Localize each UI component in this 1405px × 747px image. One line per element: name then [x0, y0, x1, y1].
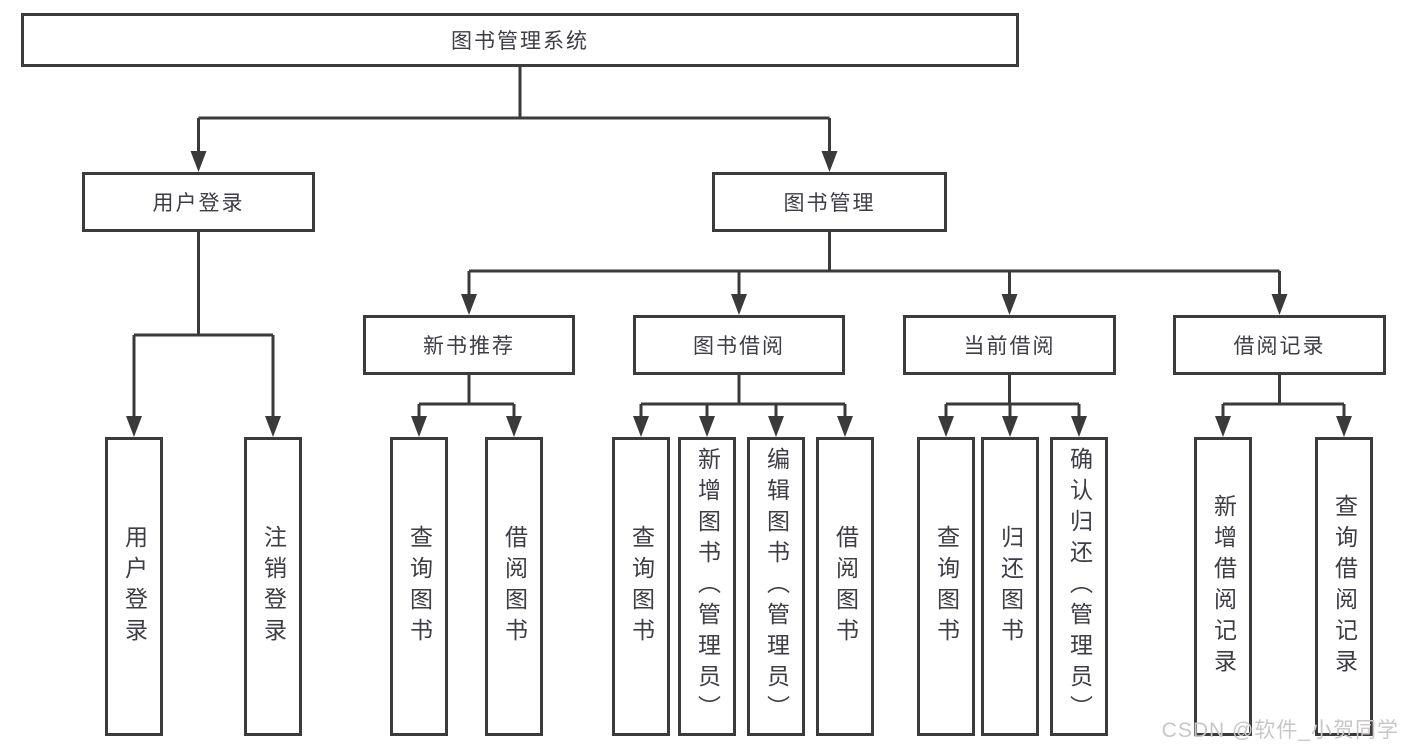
- leaf-borrow-books-recommend: 借阅图书: [485, 437, 543, 736]
- node-current-borrowing-label: 当前借阅: [963, 335, 1056, 358]
- node-new-book-recommend-label: 新书推荐: [423, 335, 515, 358]
- node-book-management: 图书管理: [712, 172, 947, 232]
- watermark: CSDN @软件_小贺同学: [1161, 719, 1399, 742]
- leaf-query-books-borrow-label: 查询图书: [628, 524, 655, 649]
- leaf-add-borrow-record: 新增借阅记录: [1194, 437, 1252, 736]
- leaf-query-borrow-record: 查询借阅记录: [1315, 437, 1373, 736]
- leaf-add-borrow-record-label: 新增借阅记录: [1210, 493, 1237, 680]
- leaf-confirm-return-admin: 确认归还（管理员）: [1050, 437, 1108, 736]
- node-user-login-label: 用户登录: [152, 192, 245, 215]
- leaf-return-book-label: 归还图书: [997, 524, 1024, 649]
- leaf-borrow-books-label: 借阅图书: [832, 524, 859, 649]
- node-book-management-label: 图书管理: [783, 192, 876, 215]
- leaf-query-books-current: 查询图书: [917, 437, 975, 736]
- leaf-query-books-recommend-label: 查询图书: [406, 524, 433, 649]
- node-library-system: 图书管理系统: [21, 13, 1019, 67]
- node-current-borrowing: 当前借阅: [903, 315, 1116, 375]
- leaf-borrow-books: 借阅图书: [816, 437, 874, 736]
- node-new-book-recommend: 新书推荐: [363, 315, 575, 375]
- leaf-confirm-return-admin-label: 确认归还（管理员）: [1066, 447, 1093, 726]
- node-book-borrowing: 图书借阅: [633, 315, 845, 375]
- node-book-borrowing-label: 图书借阅: [693, 335, 785, 358]
- node-library-system-label: 图书管理系统: [451, 30, 589, 53]
- node-user-login: 用户登录: [82, 172, 315, 232]
- leaf-logout-label: 注销登录: [260, 524, 287, 649]
- leaf-query-books-current-label: 查询图书: [933, 524, 960, 649]
- leaf-return-book: 归还图书: [981, 437, 1039, 736]
- leaf-add-book-admin: 新增图书（管理员）: [678, 437, 736, 736]
- leaf-query-borrow-record-label: 查询借阅记录: [1331, 493, 1358, 680]
- leaf-logout: 注销登录: [244, 437, 302, 736]
- leaf-add-book-admin-label: 新增图书（管理员）: [694, 447, 721, 726]
- leaf-edit-book-admin: 编辑图书（管理员）: [747, 437, 805, 736]
- leaf-user-login: 用户登录: [105, 437, 163, 736]
- leaf-borrow-books-recommend-label: 借阅图书: [501, 524, 528, 649]
- leaf-query-books-recommend: 查询图书: [390, 437, 448, 736]
- leaf-edit-book-admin-label: 编辑图书（管理员）: [763, 447, 790, 726]
- node-borrowing-records: 借阅记录: [1173, 315, 1386, 375]
- node-borrowing-records-label: 借阅记录: [1233, 335, 1326, 358]
- leaf-user-login-label: 用户登录: [121, 524, 148, 649]
- leaf-query-books-borrow: 查询图书: [612, 437, 670, 736]
